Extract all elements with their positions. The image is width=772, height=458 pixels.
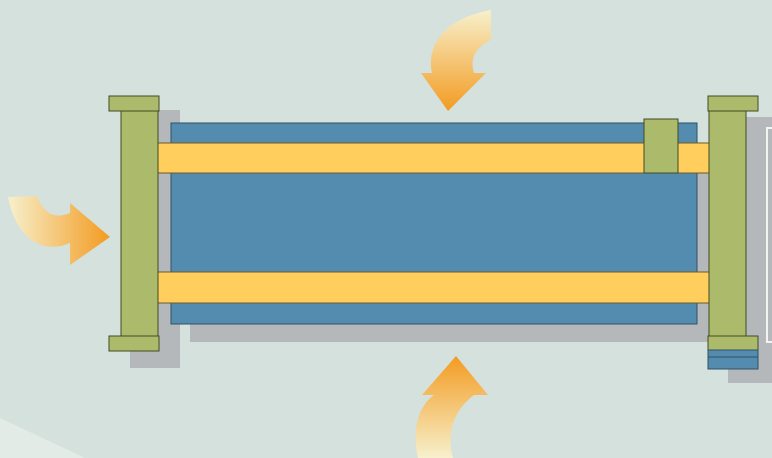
left-post-top-cap [108, 95, 160, 112]
left-post [108, 95, 160, 352]
right-post-top-cap [707, 95, 759, 112]
left-post-body [120, 110, 159, 337]
left-post-bottom-cap [108, 335, 160, 352]
right-post-body [708, 110, 747, 337]
arrow-from-bottom-icon [415, 356, 488, 458]
right-edge-outline [766, 127, 772, 343]
upper-rail [157, 142, 710, 174]
arrow-from-left-icon [8, 196, 110, 265]
lower-rail [157, 271, 710, 304]
right-post-bottom-cap [707, 335, 759, 351]
right-post-base-plate-2 [707, 356, 759, 370]
arrow-from-top-icon [421, 10, 491, 111]
rail-clamp-block [643, 118, 679, 174]
background-highlight [0, 418, 85, 458]
right-post [707, 95, 759, 370]
right-post-base-plate-1 [707, 349, 759, 358]
